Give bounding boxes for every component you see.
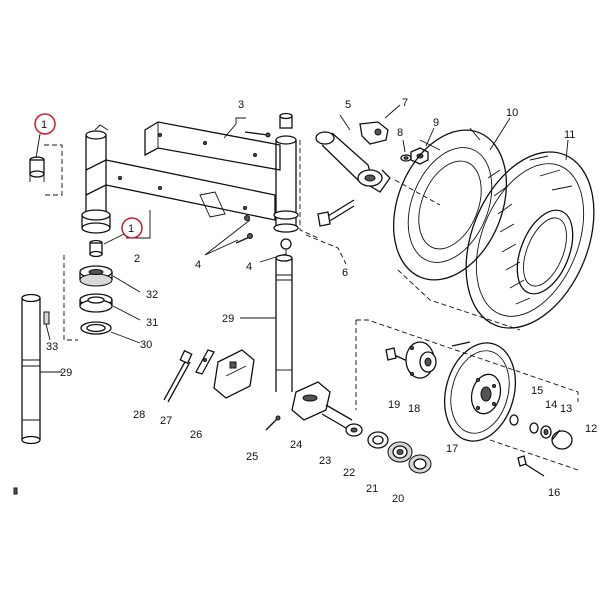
label-4-left: 4 xyxy=(195,259,201,271)
part-27-plate[interactable] xyxy=(195,349,215,375)
callout-ring-1-lower xyxy=(121,217,143,239)
part-17-rim[interactable] xyxy=(434,335,526,449)
part-2-frame[interactable] xyxy=(81,124,276,234)
part-29-shaft-left[interactable] xyxy=(21,293,41,445)
label-16: 16 xyxy=(548,487,560,499)
part-20-bearing[interactable] xyxy=(408,454,432,474)
label-17: 17 xyxy=(446,443,458,455)
part-8-nut[interactable] xyxy=(400,154,412,162)
label-14: 14 xyxy=(545,399,557,411)
label-27: 27 xyxy=(160,415,172,427)
label-31: 31 xyxy=(146,317,158,329)
leader-bracket-1a xyxy=(44,144,63,196)
leader-1a xyxy=(35,133,41,159)
label-2: 2 xyxy=(134,253,140,265)
part-30-washer[interactable] xyxy=(80,321,112,335)
label-30: 30 xyxy=(140,339,152,351)
leader-1b xyxy=(103,233,125,245)
part-24-stub-axle[interactable] xyxy=(291,381,353,429)
part-32-bearing[interactable] xyxy=(79,265,113,287)
label-5: 5 xyxy=(345,99,351,111)
label-21: 21 xyxy=(366,483,378,495)
leader-10 xyxy=(489,117,511,151)
corner-mark xyxy=(13,487,18,495)
leader-11 xyxy=(565,139,569,161)
kingpin-housing[interactable] xyxy=(273,112,299,233)
leader-31 xyxy=(112,305,141,321)
label-29-left: 29 xyxy=(60,367,72,379)
label-23: 23 xyxy=(319,455,331,467)
label-11: 11 xyxy=(564,129,575,141)
leader-30 xyxy=(110,331,141,344)
label-1-top: 1 xyxy=(41,119,47,131)
leader-4a xyxy=(204,219,251,256)
label-10: 10 xyxy=(506,107,518,119)
label-15: 15 xyxy=(531,385,543,397)
part-29-shaft-right[interactable] xyxy=(275,254,293,392)
label-19: 19 xyxy=(388,399,400,411)
leader-5 xyxy=(339,114,351,131)
part-25-pin[interactable] xyxy=(265,415,281,431)
label-1-lower: 1 xyxy=(128,223,134,235)
part-28-bolt[interactable] xyxy=(163,349,193,403)
part-12-hub-cap[interactable] xyxy=(551,429,573,450)
leader-33 xyxy=(45,323,51,341)
label-26: 26 xyxy=(190,429,202,441)
leader-6 xyxy=(305,234,347,265)
label-3: 3 xyxy=(238,99,244,111)
label-25: 25 xyxy=(246,451,258,463)
bracket-5-9 xyxy=(299,140,319,239)
label-18: 18 xyxy=(408,403,420,415)
bracket-tire-low xyxy=(397,269,521,331)
part-23-washer[interactable] xyxy=(345,423,363,437)
label-33: 33 xyxy=(46,341,58,353)
label-28: 28 xyxy=(133,409,145,421)
part-13-nut[interactable] xyxy=(540,425,552,439)
callout-ring-1-top xyxy=(34,113,56,135)
part-11-tire[interactable] xyxy=(442,133,600,347)
part-16-bolt[interactable] xyxy=(517,455,545,477)
leader-7 xyxy=(384,104,401,119)
part-1-bushing-lower[interactable] xyxy=(89,239,103,258)
part-15-washer[interactable] xyxy=(509,414,519,426)
part-4-pin-upper[interactable] xyxy=(235,233,253,244)
part-1-bushing-top[interactable] xyxy=(29,156,45,182)
label-20: 20 xyxy=(392,493,404,505)
label-12: 12 xyxy=(585,423,597,435)
label-32: 32 xyxy=(146,289,158,301)
label-22: 22 xyxy=(343,467,355,479)
part-21-bearing[interactable] xyxy=(387,441,413,463)
part-22-seal[interactable] xyxy=(367,431,389,449)
bracket-wheel-top xyxy=(356,319,579,402)
part-18-hub[interactable] xyxy=(405,341,437,379)
label-4-right: 4 xyxy=(246,261,252,273)
leader-8 xyxy=(402,139,406,153)
label-6: 6 xyxy=(342,267,348,279)
label-24: 24 xyxy=(290,439,302,451)
label-29-right: 29 xyxy=(222,313,234,325)
leader-3 xyxy=(223,117,246,139)
label-7: 7 xyxy=(402,97,408,109)
pin-near-3[interactable] xyxy=(244,131,271,138)
leader-32 xyxy=(112,275,141,293)
part-6-bolt[interactable] xyxy=(317,199,355,227)
part-31-seal[interactable] xyxy=(79,293,113,313)
part-26-bracket[interactable] xyxy=(213,349,255,399)
part-5-steering-arm[interactable] xyxy=(315,131,391,193)
part-10-inner-tube[interactable] xyxy=(373,113,528,297)
part-14-washer[interactable] xyxy=(529,422,539,434)
leader-9 xyxy=(425,127,435,147)
label-9: 9 xyxy=(433,117,439,129)
label-8: 8 xyxy=(397,127,403,139)
part-7-clamp[interactable] xyxy=(359,121,389,145)
part-4-pin-lower[interactable] xyxy=(244,215,292,263)
leader-bracket-left xyxy=(63,255,78,341)
part-33-key[interactable] xyxy=(43,311,50,325)
label-13: 13 xyxy=(560,403,572,415)
part-3-beam[interactable] xyxy=(144,121,281,171)
